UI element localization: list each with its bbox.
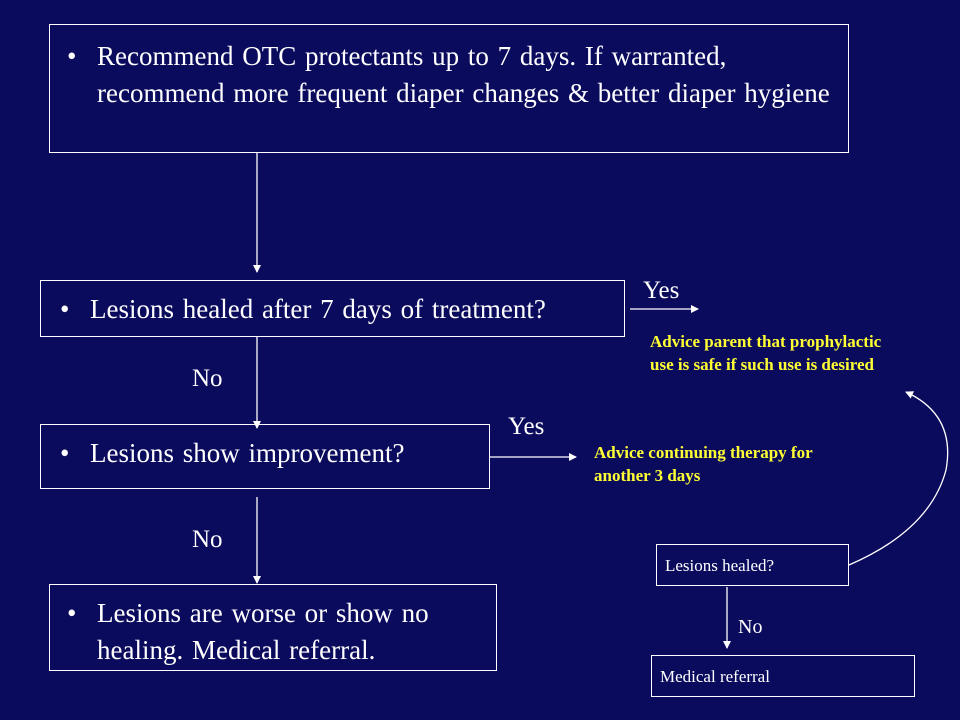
label-yes-improve: Yes <box>508 413 545 440</box>
bullet-icon: • <box>67 41 77 71</box>
step2-text: Lesions healed after 7 days of treatment… <box>90 294 546 324</box>
step4-item: • Lesions are worse or show no healing. … <box>60 595 486 669</box>
label-no-healed: No <box>192 365 223 392</box>
advice-prophylactic-line2: use is safe if such use is desired <box>650 355 875 374</box>
step3-item: • Lesions show improvement? <box>53 435 479 472</box>
step2-item: • Lesions healed after 7 days of treatme… <box>53 291 614 328</box>
arrow-curve-to-prophylactic <box>848 391 949 566</box>
advice-continue-line1: Advice continuing therapy for <box>594 443 813 462</box>
step3-box: • Lesions show improvement? <box>40 424 490 489</box>
advice-continue-line2: another 3 days <box>594 466 701 485</box>
bullet-icon: • <box>67 598 77 628</box>
advice-continue: Advice continuing therapy for another 3 … <box>594 441 813 487</box>
step1-item: • Recommend OTC protectants up to 7 days… <box>60 38 838 112</box>
advice-prophylactic-line1: Advice parent that prophylactic <box>650 332 882 351</box>
label-yes-healed: Yes <box>643 277 680 304</box>
step4-box: • Lesions are worse or show no healing. … <box>49 584 497 671</box>
label-no-improve: No <box>192 526 223 553</box>
label-no-small: No <box>738 616 763 638</box>
step4-text: Lesions are worse or show no healing. Me… <box>97 598 429 665</box>
bullet-icon: • <box>60 294 70 324</box>
step2-box: • Lesions healed after 7 days of treatme… <box>40 280 625 337</box>
step3-text: Lesions show improvement? <box>90 438 405 468</box>
advice-prophylactic: Advice parent that prophylactic use is s… <box>650 330 881 376</box>
lesions-healed-box: Lesions healed? <box>656 544 849 586</box>
step1-text: Recommend OTC protectants up to 7 days. … <box>97 41 830 108</box>
bullet-icon: • <box>60 438 70 468</box>
step1-box: • Recommend OTC protectants up to 7 days… <box>49 24 849 153</box>
medical-referral-box: Medical referral <box>651 655 915 697</box>
